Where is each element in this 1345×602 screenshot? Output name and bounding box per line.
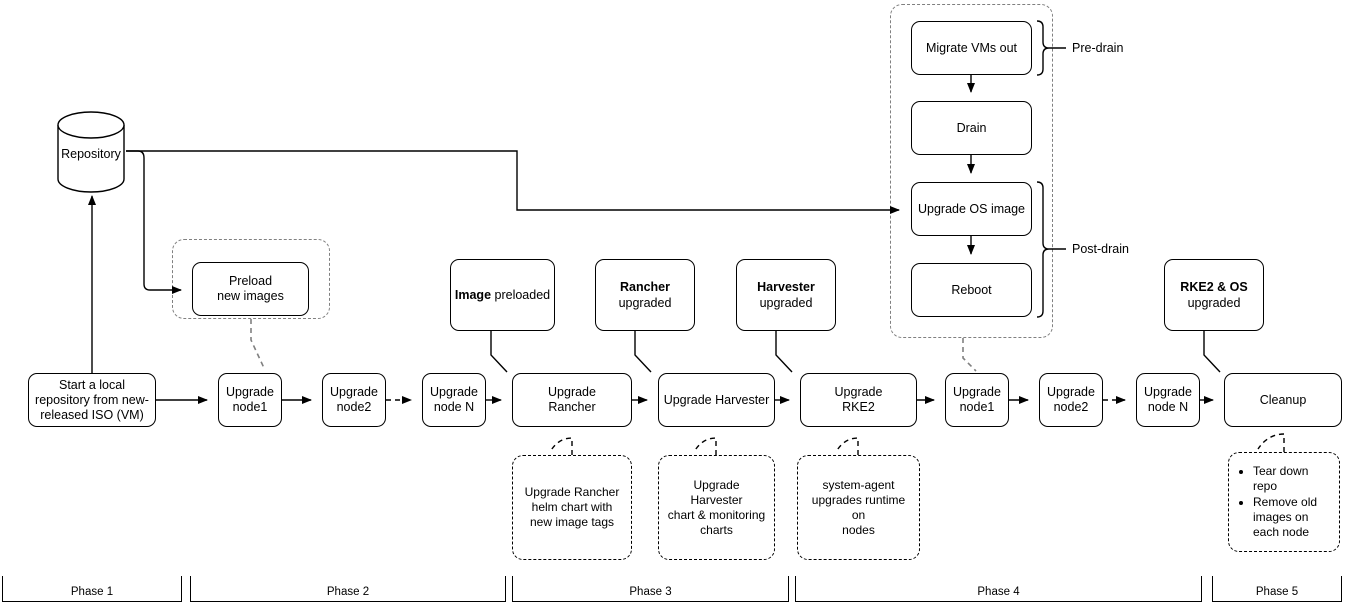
- tail-rke2-os-upgraded: [1203, 331, 1221, 373]
- repository-label: Repository: [61, 147, 121, 161]
- phase-3: Phase 3: [512, 576, 789, 602]
- node-drain[interactable]: Drain: [911, 101, 1032, 155]
- tail-image-preloaded: [490, 331, 508, 373]
- phase-2-label: Phase 2: [326, 586, 370, 598]
- bracket-label-pre-drain: Pre-drain: [1072, 41, 1124, 55]
- phase-4: Phase 4: [795, 576, 1202, 602]
- node-drain-label: Drain: [956, 120, 987, 135]
- tail-harvester-upgraded: [775, 331, 793, 373]
- phase-5-label: Phase 5: [1255, 586, 1299, 598]
- callout-image-preloaded-text: Image preloaded: [454, 288, 551, 302]
- tail-note-rancher: [549, 437, 573, 455]
- database-cylinder-icon: [57, 111, 125, 193]
- tail-note-harvester: [693, 437, 717, 455]
- node-upgrade-harvester[interactable]: Upgrade Harvester: [658, 373, 775, 427]
- node-cleanup-label: Cleanup: [1259, 392, 1307, 407]
- phase-5: Phase 5: [1212, 576, 1342, 602]
- note-cleanup-item: Remove old images on each node: [1253, 495, 1331, 540]
- phase-1-label: Phase 1: [70, 586, 114, 598]
- tail-note-rke2: [835, 437, 859, 455]
- tail-note-cleanup: [1257, 433, 1285, 452]
- bracket-label-post-drain: Post-drain: [1072, 242, 1129, 256]
- note-cleanup-item: Tear down repo: [1253, 464, 1331, 494]
- phase-3-label: Phase 3: [629, 586, 672, 598]
- node-migrate-vms-out[interactable]: Migrate VMs out: [911, 21, 1032, 75]
- note-cleanup-list: Tear down repo Remove old images on each…: [1229, 464, 1339, 541]
- node-cleanup[interactable]: Cleanup: [1224, 373, 1342, 427]
- node-upgrade-os-image-label: Upgrade OS image: [917, 201, 1025, 216]
- node-upgrade-harvester-label: Upgrade Harvester: [663, 392, 770, 407]
- node-reboot-label: Reboot: [951, 282, 992, 297]
- tail-preload-group: [250, 319, 265, 369]
- node-upgrade-os-image[interactable]: Upgrade OS image: [911, 182, 1032, 236]
- tail-node-upgrade-group: [962, 338, 977, 372]
- node-reboot[interactable]: Reboot: [911, 263, 1032, 317]
- node-migrate-vms-out-label: Migrate VMs out: [925, 40, 1017, 55]
- callout-image-preloaded: Image preloaded: [450, 259, 555, 331]
- edge-repository-to-upgrade-os-image: [126, 150, 900, 214]
- repository-node: Repository: [56, 111, 126, 193]
- phase-2: Phase 2: [190, 576, 506, 602]
- note-cleanup: Tear down repo Remove old images on each…: [1228, 452, 1340, 552]
- phase-4-label: Phase 4: [977, 586, 1020, 598]
- tail-rancher-upgraded: [634, 331, 652, 373]
- phase-1: Phase 1: [2, 576, 182, 602]
